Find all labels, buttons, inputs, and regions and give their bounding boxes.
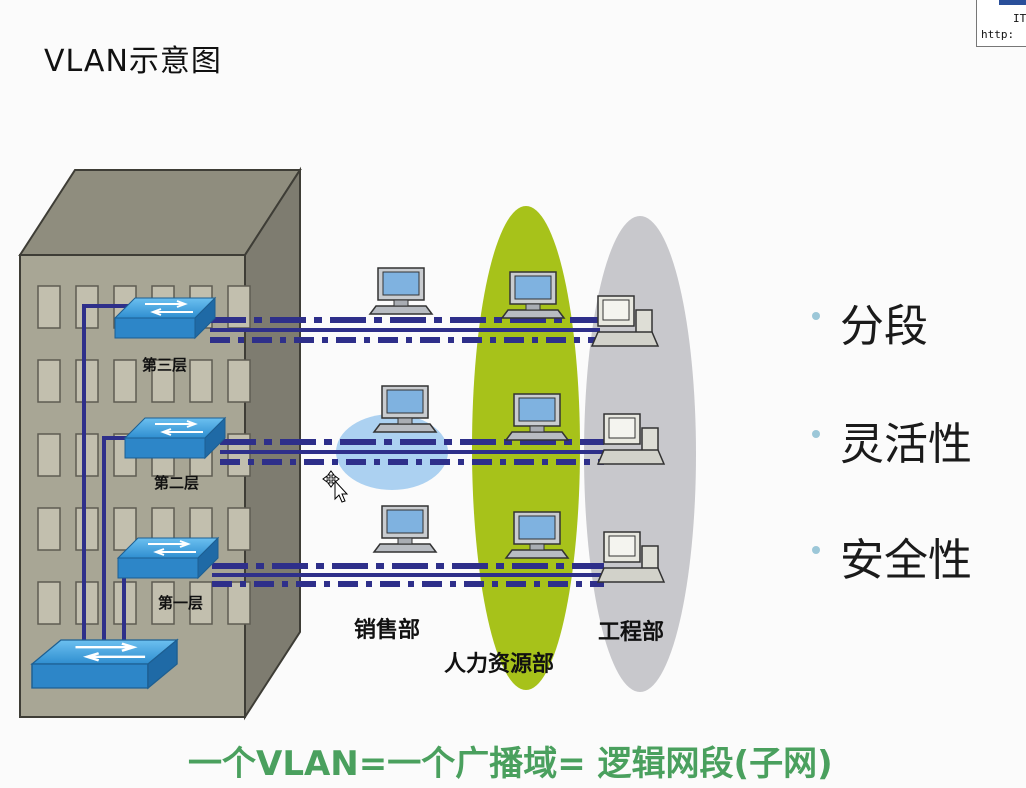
dept-label-engineering: 工程部: [598, 619, 665, 645]
switch-icon-floor1: [117, 537, 219, 579]
link-bundle-bottom: [212, 563, 604, 587]
link-bundle-top: [210, 317, 600, 343]
move-cursor-icon: [322, 470, 349, 503]
vlan-formula-caption: 一个VLAN=一个广播域= 逻辑网段(子网): [188, 744, 833, 784]
switch-icon-floor3: [114, 297, 216, 339]
floor-label-1: 第一层: [158, 594, 204, 612]
bullet-text: 灵活性: [840, 419, 972, 470]
bullet-dot-icon: [812, 546, 820, 554]
dept-label-hr: 人力资源部: [444, 651, 555, 677]
link-bundle-middle: [220, 439, 604, 465]
pc-icon-hr-3: [501, 271, 565, 319]
core-switch-icon: [30, 638, 179, 690]
pc-icon-sales-1: [373, 505, 437, 553]
corner-bar: [999, 0, 1026, 5]
bullet-text: 安全性: [840, 535, 972, 586]
pc-icon-hr-1: [505, 511, 569, 559]
pc-icon-hr-2: [505, 393, 569, 441]
page-title: VLAN示意图: [44, 44, 222, 79]
floor-label-2: 第二层: [154, 474, 200, 492]
pc-icon-sales-2: [373, 385, 437, 433]
pc-icon-sales-3: [369, 267, 433, 315]
corner-watermark: IT http:: [976, 0, 1026, 47]
dept-label-sales: 销售部: [354, 617, 421, 643]
bullet-text: 分段: [840, 301, 928, 352]
bullet-dot-icon: [812, 430, 820, 438]
bullet-dot-icon: [812, 312, 820, 320]
floor-label-3: 第三层: [142, 356, 188, 374]
corner-text-2: http:: [981, 28, 1015, 41]
corner-text-1: IT: [1013, 12, 1026, 25]
switch-icon-floor2: [124, 417, 226, 459]
